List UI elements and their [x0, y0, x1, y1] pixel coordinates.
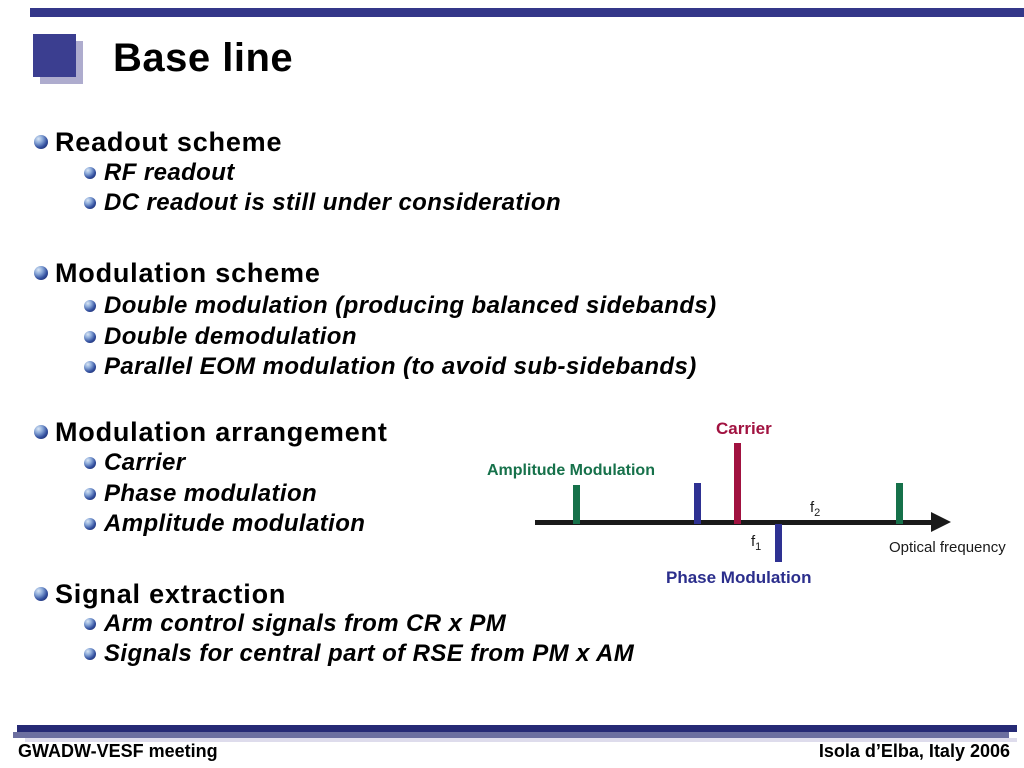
footer-bar-dark	[17, 725, 1017, 732]
section-heading: Modulation arrangement	[55, 416, 388, 447]
carrier-label: Carrier	[716, 419, 772, 438]
footer-bar-light	[13, 732, 1009, 738]
list-item: Double demodulation	[84, 323, 357, 350]
bullet-icon	[34, 135, 48, 149]
section-heading-row: Modulation scheme	[34, 257, 321, 288]
pm-lower-sideband-line	[694, 483, 701, 524]
list-item: Phase modulation	[84, 480, 318, 507]
list-item: Amplitude modulation	[84, 510, 366, 537]
bullet-icon	[84, 518, 96, 530]
phase-modulation-label: Phase Modulation	[666, 568, 812, 587]
list-item: DC readout is still under consideration	[84, 189, 561, 216]
list-item: Signals for central part of RSE from PM …	[84, 640, 635, 667]
carrier-line	[734, 443, 741, 524]
slide-title: Base line	[113, 36, 294, 80]
axis-arrowhead-icon	[931, 512, 951, 532]
am-lower-sideband-line	[573, 485, 580, 524]
amplitude-modulation-label: Amplitude Modulation	[487, 462, 655, 479]
bullet-icon	[84, 331, 96, 343]
list-item-text: Double demodulation	[104, 323, 357, 350]
list-item-text: Parallel EOM modulation (to avoid sub-si…	[104, 353, 697, 380]
section-heading-row: Signal extraction	[34, 578, 287, 609]
list-item: Carrier	[84, 449, 186, 476]
footer-meeting-name: GWADW-VESF meeting	[18, 741, 218, 761]
list-item-text: DC readout is still under consideration	[104, 189, 561, 216]
list-item-text: Signals for central part of RSE from PM …	[104, 640, 635, 667]
bullet-icon	[34, 266, 48, 280]
bullet-icon	[84, 167, 96, 179]
bullet-icon	[84, 618, 96, 630]
axis-caption: Optical frequency	[889, 539, 1006, 556]
section-heading: Modulation scheme	[55, 257, 321, 288]
bullet-icon	[84, 197, 96, 209]
section-heading: Readout scheme	[55, 126, 283, 157]
section-heading: Signal extraction	[55, 578, 287, 609]
list-item-text: Phase modulation	[104, 480, 318, 507]
bullet-icon	[84, 648, 96, 660]
am-upper-sideband-line	[896, 483, 903, 524]
bullet-icon	[84, 488, 96, 500]
bullet-icon	[84, 300, 96, 312]
list-item: RF readout	[84, 159, 235, 186]
list-item-text: Arm control signals from CR x PM	[104, 610, 507, 637]
list-item-text: RF readout	[104, 159, 235, 186]
title-square-decoration	[33, 34, 76, 77]
list-item: Parallel EOM modulation (to avoid sub-si…	[84, 353, 697, 380]
top-accent-bar	[30, 8, 1024, 17]
f1-label: f1	[751, 533, 762, 553]
bullet-icon	[34, 425, 48, 439]
bullet-icon	[34, 587, 48, 601]
list-item-text: Amplitude modulation	[104, 510, 366, 537]
list-item: Arm control signals from CR x PM	[84, 610, 507, 637]
section-heading-row: Modulation arrangement	[34, 416, 388, 447]
pm-upper-sideband-line	[775, 524, 782, 562]
f2-label: f2	[810, 499, 821, 519]
bullet-icon	[84, 361, 96, 373]
footer-location-date: Isola d’Elba, Italy 2006	[818, 741, 1010, 761]
list-item-text: Carrier	[104, 449, 186, 476]
list-item: Double modulation (producing balanced si…	[84, 292, 717, 319]
footer-bar-shadow	[25, 738, 1017, 742]
section-heading-row: Readout scheme	[34, 126, 283, 157]
bullet-icon	[84, 457, 96, 469]
list-item-text: Double modulation (producing balanced si…	[104, 292, 717, 319]
